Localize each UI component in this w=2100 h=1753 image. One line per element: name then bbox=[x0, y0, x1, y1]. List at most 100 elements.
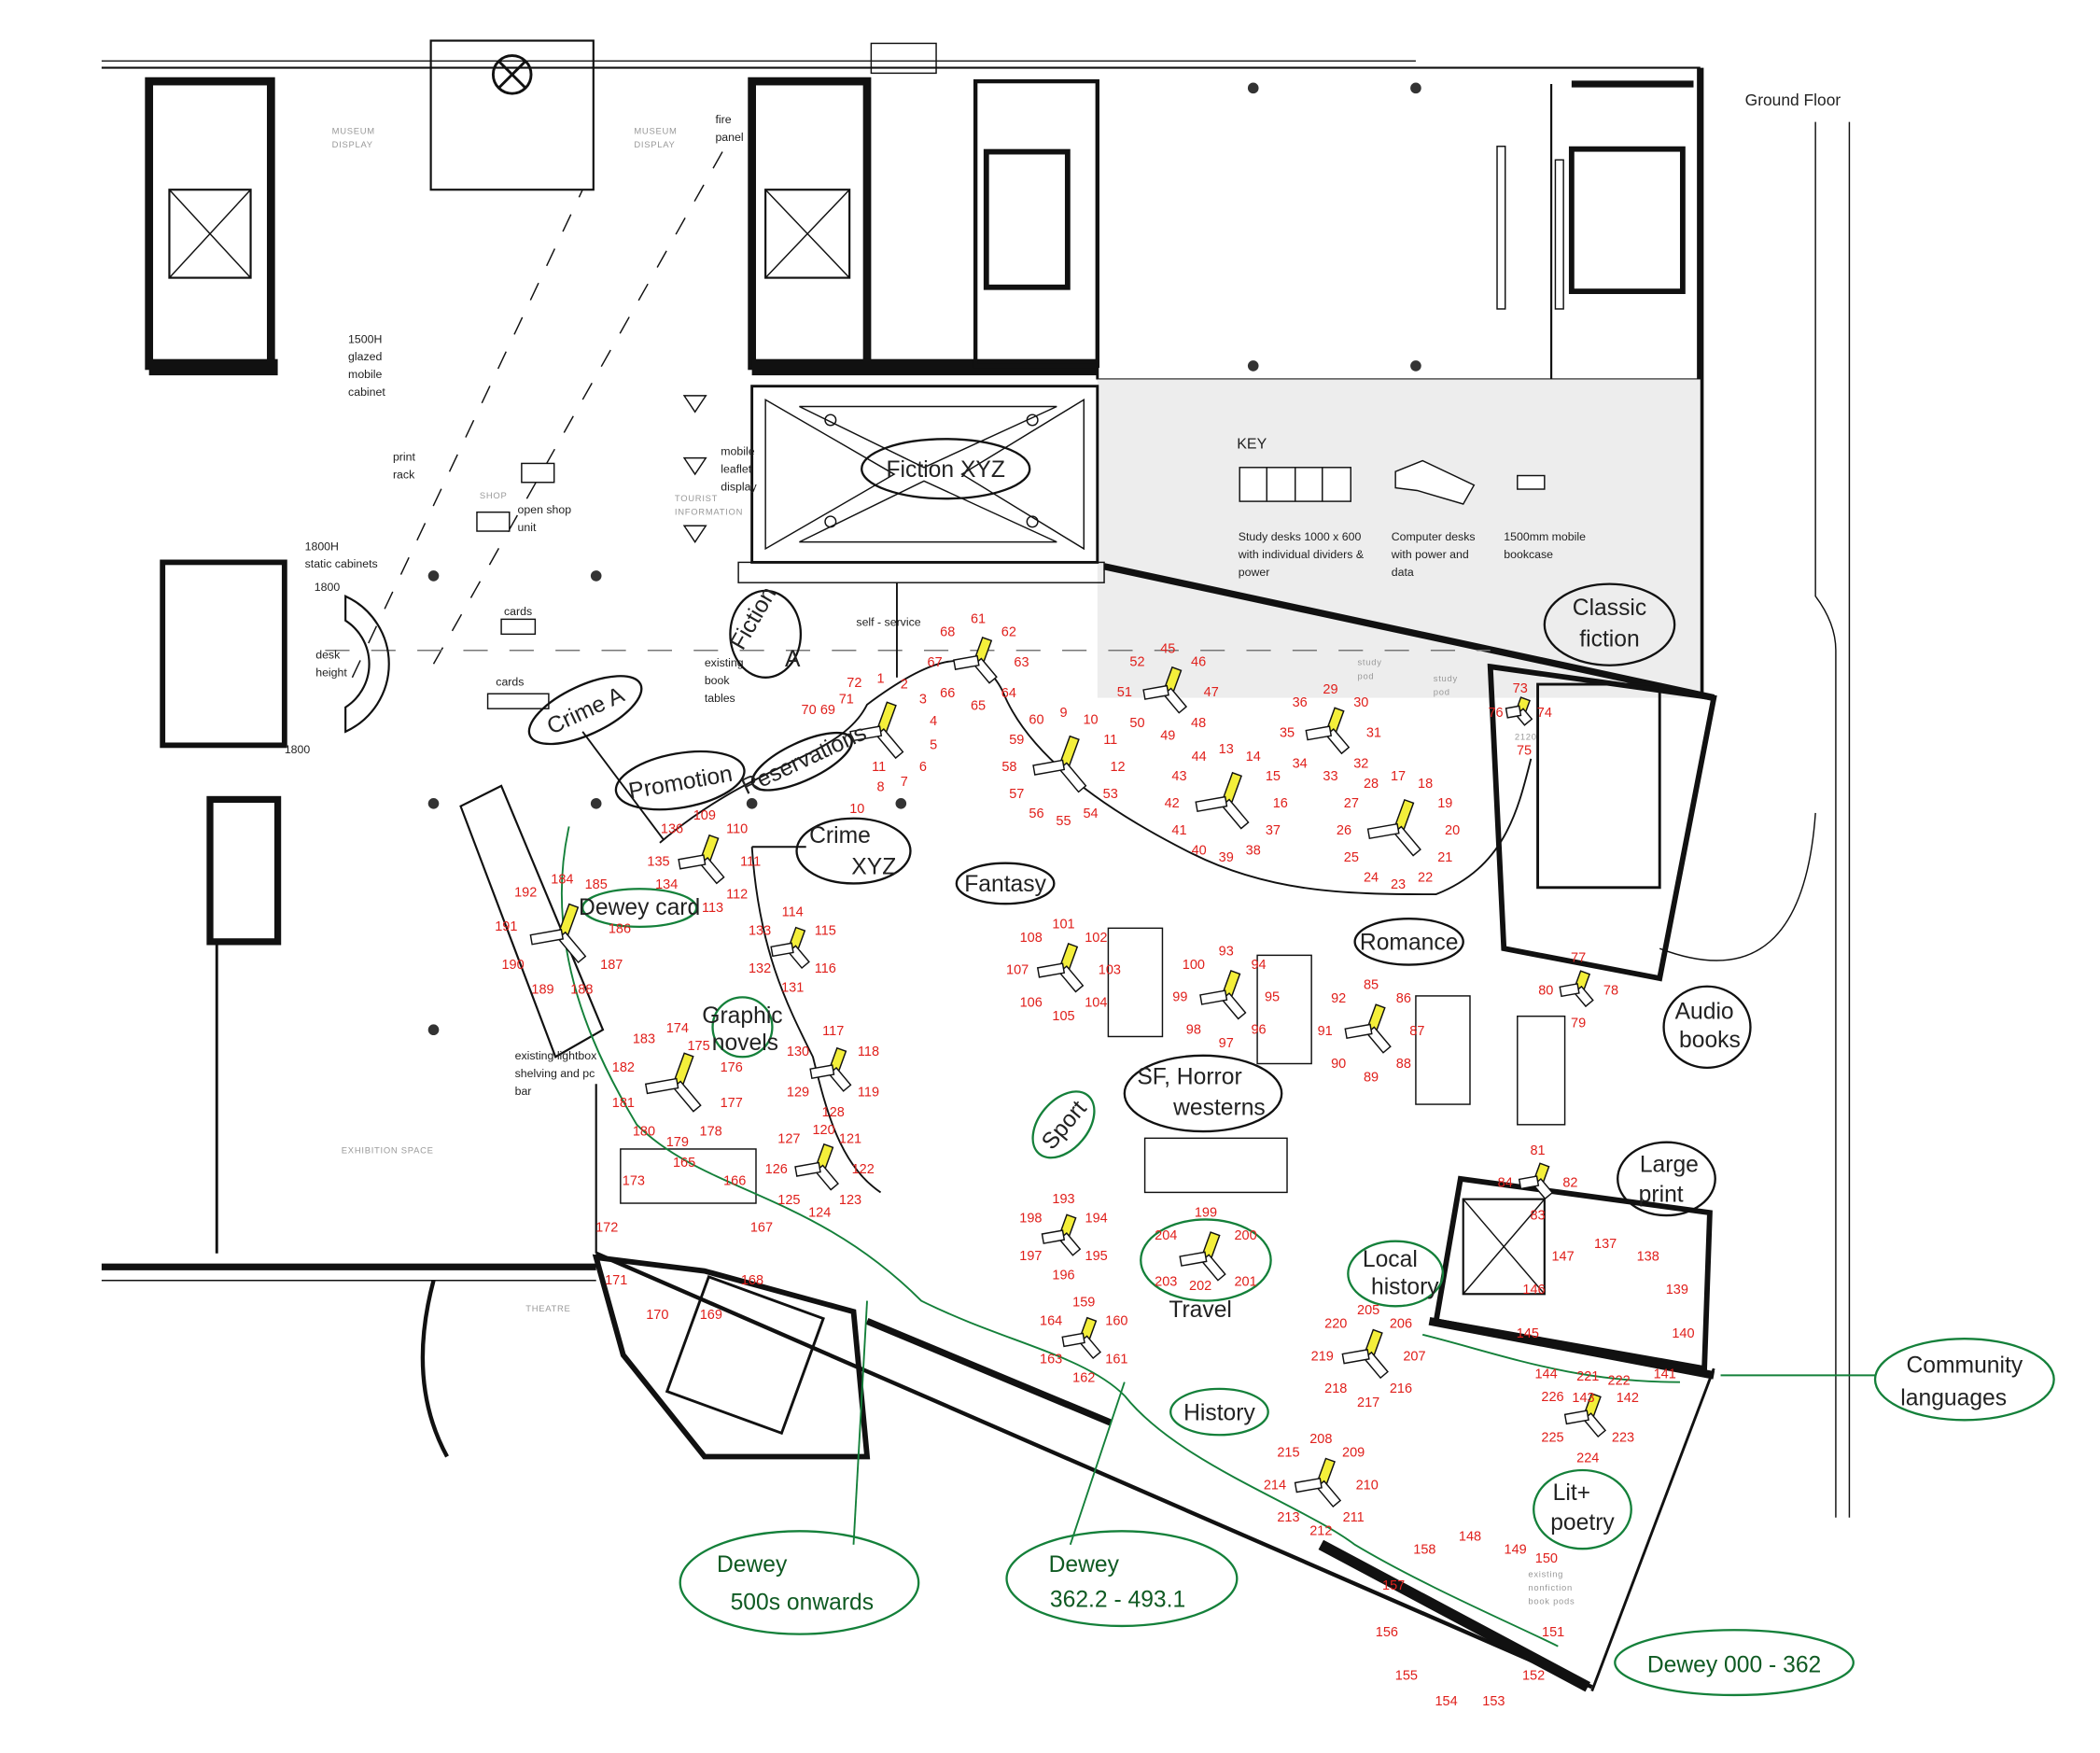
zone-fantasy[interactable]: Fantasy bbox=[955, 862, 1056, 905]
zone-large-print[interactable]: Large print bbox=[1617, 1141, 1716, 1217]
bookcase bbox=[1195, 795, 1228, 813]
zone-label: Large bbox=[1640, 1153, 1699, 1178]
bookcase bbox=[953, 654, 980, 670]
shelf-number: 221 bbox=[1576, 1369, 1599, 1384]
shelf-number: 70 bbox=[802, 703, 817, 718]
shelf-number: 30 bbox=[1353, 695, 1368, 710]
zone-dewey-card[interactable]: Dewey card bbox=[579, 888, 700, 929]
zone-crime-xyz[interactable]: Crime XYZ bbox=[795, 817, 912, 885]
shelf-number: 98 bbox=[1186, 1023, 1201, 1038]
shelf-number: 68 bbox=[940, 624, 955, 639]
shelf-number: 19 bbox=[1437, 796, 1452, 811]
zone-crime-a[interactable]: Crime A bbox=[520, 662, 651, 758]
zone-graphic-novels[interactable]: Graphic novels bbox=[702, 996, 783, 1059]
shelf-number: 122 bbox=[852, 1162, 875, 1177]
zone-reservations[interactable]: Reservations bbox=[738, 721, 871, 802]
shelf-number: 43 bbox=[1171, 769, 1186, 784]
shelf-number: 206 bbox=[1390, 1317, 1412, 1332]
label-glazed-cabinet: glazed bbox=[348, 350, 382, 363]
zone-community-languages[interactable]: Community languages bbox=[1873, 1338, 2055, 1422]
bookcase bbox=[1305, 725, 1333, 741]
shelf-number: 15 bbox=[1266, 769, 1281, 784]
shelf-number: 164 bbox=[1040, 1314, 1062, 1329]
zone-travel[interactable]: Travel bbox=[1140, 1218, 1272, 1323]
shelf-number: 63 bbox=[1014, 655, 1029, 670]
shelf-number: 211 bbox=[1343, 1510, 1365, 1525]
zone-romance[interactable]: Romance bbox=[1353, 918, 1464, 966]
shelf-number: 49 bbox=[1160, 729, 1175, 744]
shelf-number: 131 bbox=[781, 981, 804, 996]
plan-labels: 1500H glazed mobile cabinet print rack 1… bbox=[285, 113, 1575, 1606]
bookcase bbox=[1142, 684, 1169, 700]
zone-label: Graphic bbox=[702, 1003, 782, 1029]
key-computer-desks-line3: data bbox=[1392, 566, 1414, 579]
shelf-number: 212 bbox=[1309, 1524, 1332, 1539]
shelf-number: 33 bbox=[1323, 769, 1337, 784]
bookcase bbox=[1518, 1175, 1540, 1190]
label-study-pod: study bbox=[1358, 657, 1382, 667]
shelf-number: 165 bbox=[673, 1156, 695, 1171]
bookcase bbox=[1032, 759, 1066, 776]
shelf-number: 118 bbox=[858, 1045, 879, 1059]
zone-fiction-xyz[interactable]: Fiction XYZ bbox=[861, 438, 1031, 500]
shelf-number: 100 bbox=[1183, 958, 1205, 973]
shelf-number: 134 bbox=[655, 877, 678, 892]
shelf-number: 126 bbox=[765, 1162, 788, 1177]
shelf-number: 150 bbox=[1535, 1551, 1558, 1566]
shelf-number: 22 bbox=[1418, 870, 1433, 885]
zone-label: novels bbox=[712, 1031, 778, 1056]
shelf-number: 119 bbox=[858, 1085, 879, 1100]
bookcase bbox=[1036, 962, 1066, 978]
label-dimension: 2120 bbox=[1515, 732, 1537, 742]
shelf-number: 17 bbox=[1391, 769, 1406, 784]
zone-label: Community bbox=[1906, 1353, 2023, 1378]
shelf-number: 161 bbox=[1105, 1352, 1127, 1367]
shelf-number: 223 bbox=[1612, 1431, 1634, 1446]
zone-history[interactable]: History bbox=[1169, 1387, 1269, 1437]
shelf-number: 91 bbox=[1318, 1024, 1333, 1039]
shelf-number: 175 bbox=[687, 1039, 709, 1054]
zone-local-history[interactable]: Local history bbox=[1347, 1240, 1445, 1308]
shelf-number: 109 bbox=[693, 808, 716, 823]
shelf-number: 80 bbox=[1538, 983, 1553, 998]
shelf-number: 95 bbox=[1265, 990, 1280, 1005]
zone-label: Fantasy bbox=[964, 872, 1046, 897]
shelf-number: 64 bbox=[1001, 686, 1016, 701]
shelf-number: 169 bbox=[700, 1308, 722, 1323]
bookcase bbox=[1344, 1023, 1373, 1040]
zone-classic-fiction[interactable]: Classic fiction bbox=[1543, 582, 1676, 666]
zone-label: Fiction bbox=[726, 582, 782, 653]
shelf-number: 200 bbox=[1234, 1228, 1256, 1243]
zone-lit-poetry[interactable]: Lit+ poetry bbox=[1533, 1468, 1632, 1550]
shelf-number: 219 bbox=[1311, 1349, 1334, 1364]
shelf-number: 78 bbox=[1603, 983, 1618, 998]
shelf-number: 198 bbox=[1019, 1211, 1042, 1226]
shelf-number: 59 bbox=[1009, 733, 1024, 748]
zone-sport[interactable]: Sport bbox=[1020, 1080, 1106, 1170]
shelf-number: 62 bbox=[1001, 624, 1016, 639]
zone-promotion[interactable]: Promotion bbox=[611, 742, 749, 818]
label-mobile-leaflet: display bbox=[721, 480, 757, 493]
label-fire-panel: fire bbox=[715, 113, 731, 126]
bookcase bbox=[1199, 989, 1228, 1005]
shelf-number: 181 bbox=[612, 1096, 635, 1111]
shelf-number: 55 bbox=[1056, 814, 1071, 829]
bookcase bbox=[644, 1077, 679, 1095]
zone-audio-books[interactable]: Audio books bbox=[1662, 985, 1752, 1070]
shelf-number: 132 bbox=[749, 961, 771, 976]
shelf-number: 129 bbox=[787, 1085, 809, 1100]
shelf-number: 143 bbox=[1572, 1391, 1594, 1406]
zone-label: History bbox=[1183, 1400, 1255, 1425]
label-book-tables: existing bbox=[705, 656, 744, 669]
shelf-number: 66 bbox=[940, 686, 955, 701]
shelf-number: 183 bbox=[633, 1032, 655, 1047]
bookcase bbox=[1061, 1332, 1085, 1348]
zone-dewey-500s[interactable]: Dewey 500s onwards bbox=[679, 1530, 920, 1635]
shelf-number: 106 bbox=[1020, 996, 1043, 1011]
zone-dewey-000-362[interactable]: Dewey 000 - 362 bbox=[1614, 1629, 1855, 1697]
zone-dewey-362-493[interactable]: Dewey 362.2 - 493.1 bbox=[1005, 1530, 1239, 1628]
zone-sf-horror-westerns[interactable]: SF, Horror westerns bbox=[1123, 1054, 1283, 1133]
label-mobile-leaflet: mobile bbox=[721, 445, 754, 458]
zone-label: Sport bbox=[1037, 1096, 1092, 1155]
shelf-number: 222 bbox=[1608, 1374, 1631, 1389]
